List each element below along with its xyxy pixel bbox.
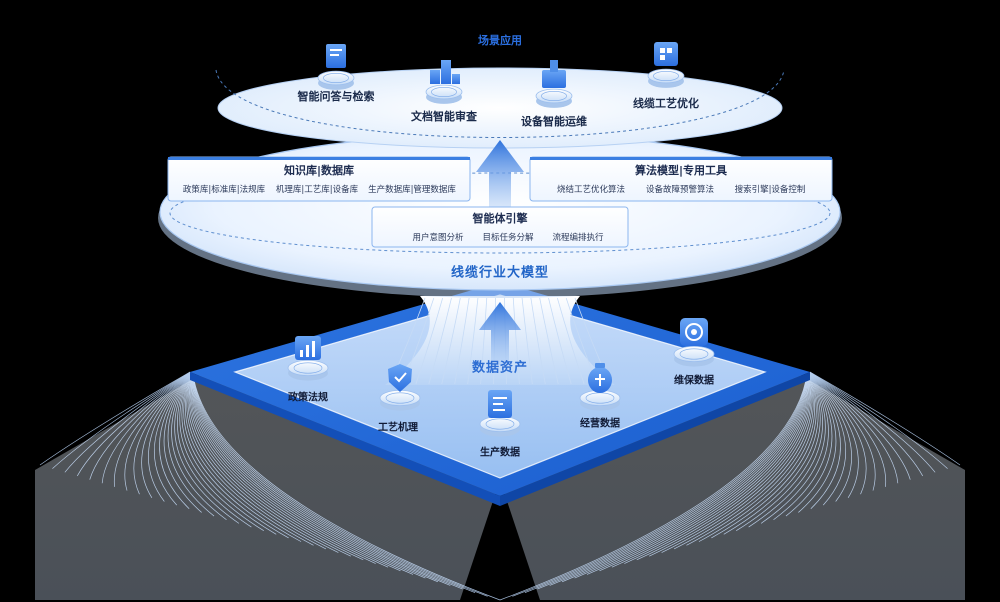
- data-label-maintenance: 维保数据: [674, 375, 714, 387]
- knowledge-item-1: 政策库|标准库|法规库: [182, 185, 266, 195]
- device-maintenance-icon: [535, 60, 573, 108]
- data-asset-label: 数据资产: [471, 360, 529, 376]
- algorithm-item-3: 搜索引擎|设备控制: [734, 185, 806, 195]
- model-disc-dashed-ring: [169, 172, 831, 254]
- knowledge-panel-title: 知识库|数据库: [283, 164, 355, 177]
- agent-panel-title: 智能体引擎: [472, 212, 528, 225]
- agent-item-3: 流程编排执行: [552, 233, 604, 243]
- app-label-device-ops: 设备智能运维: [521, 115, 587, 128]
- app-label-qa: 智能问答与检索: [297, 90, 375, 103]
- funnel-arrow: [479, 302, 521, 365]
- algorithm-item-2: 设备故障预警算法: [645, 185, 715, 195]
- core-model-label: 线缆行业大模型: [450, 265, 550, 281]
- core-arrow: [476, 140, 524, 210]
- shield-icon: [379, 364, 421, 411]
- algorithm-panel-title: 算法模型|专用工具: [634, 164, 728, 177]
- data-platform-side: [190, 372, 500, 506]
- document-board-icon: [317, 44, 355, 90]
- agent-panel: [371, 206, 629, 248]
- data-platform-inner: [235, 295, 765, 478]
- knowledge-item-2: 机理库|工艺库|设备库: [275, 185, 359, 195]
- algorithm-item-1: 烧结工艺优化算法: [556, 185, 626, 195]
- knowledge-item-3: 生产数据库|管理数据库: [368, 185, 456, 195]
- data-platform-side-right: [500, 372, 810, 506]
- top-title: 场景应用: [478, 34, 522, 47]
- data-label-process: 工艺机理: [378, 422, 418, 434]
- app-label-doc-review: 文档智能审查: [411, 110, 477, 123]
- chart-icon: [287, 336, 329, 381]
- gear-icon: [673, 318, 715, 367]
- cable-process-icon: [647, 42, 685, 88]
- money-bag-icon: [579, 363, 621, 411]
- app-label-cable-opt: 线缆工艺优化: [633, 97, 699, 110]
- data-label-business: 经营数据: [580, 418, 620, 430]
- app-dashed-arc: [215, 69, 785, 138]
- data-label-policy: 政策法规: [288, 392, 328, 404]
- document-icon: [479, 390, 521, 437]
- document-blocks-icon: [425, 60, 463, 104]
- data-label-production: 生产数据: [480, 447, 520, 459]
- agent-item-2: 目标任务分解: [482, 233, 534, 243]
- agent-item-1: 用户意图分析: [412, 233, 464, 243]
